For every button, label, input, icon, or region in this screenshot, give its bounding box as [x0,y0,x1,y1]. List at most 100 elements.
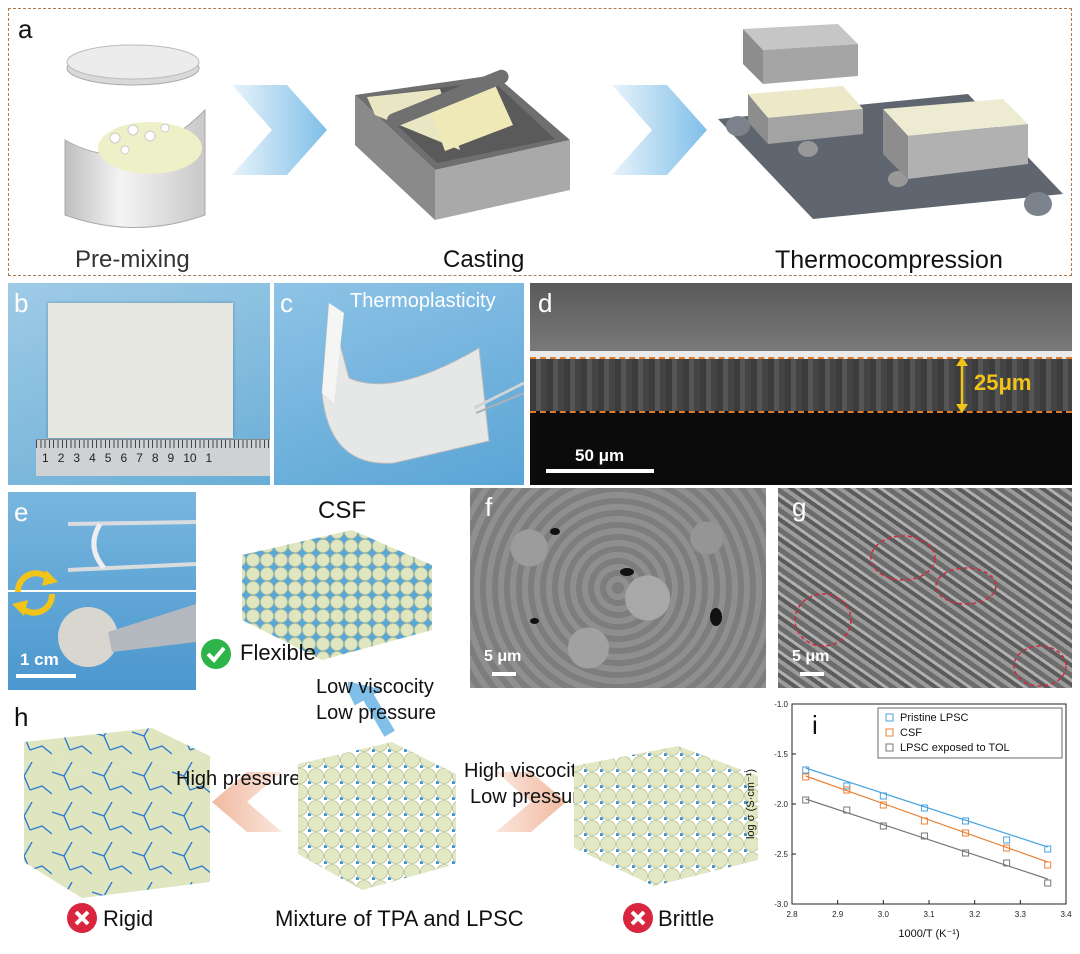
data-point [920,817,928,825]
process-arrow-icon [232,85,327,175]
x-tick-label: 2.8 [786,910,798,919]
panel-g-label: g [792,492,807,522]
rigid-label: Rigid [103,906,154,931]
panel-f-label: f [485,492,493,522]
fit-line [805,775,1048,863]
data-point [879,822,887,830]
panel-d-label: d [538,288,553,318]
flexible-label: Flexible [240,640,316,665]
panel-d-sem: 25μm 50 μm [530,283,1072,485]
thickness-arrow-icon [956,357,968,413]
right-arrow-icon [496,772,566,832]
ruler: 1 2 3 4 5 6 7 8 9 10 1 [36,439,270,476]
csf-title: CSF [318,497,366,524]
scale-bar [16,674,76,678]
x-tick-label: 3.3 [1015,910,1027,919]
defect-highlights [794,535,1067,687]
scale-bar [546,469,654,473]
fit-line [805,767,1048,848]
cross-icon [623,903,653,933]
scale-bar-label: 1 cm [20,650,59,669]
panel-c-photo [274,283,524,485]
bent-film-illustration [321,302,524,464]
step-casting-label: Casting [443,246,525,273]
data-point [802,796,810,804]
data-point [879,792,887,800]
film-sheet [48,303,233,438]
thermocompression-illustration [718,24,1063,219]
data-point [962,817,970,825]
brittle-cube-illustration [574,746,758,886]
right-condition-viscosity: High viscocity [464,760,587,782]
check-icon [201,639,231,669]
thickness-label: 25μm [974,370,1032,395]
left-arrow-icon [212,772,282,832]
panel-f-sem: 5 μm [470,488,766,688]
data-point [802,773,810,781]
y-tick-label: -1.5 [774,750,788,759]
data-point [1044,845,1052,853]
panel-c-label: c [280,288,293,318]
data-point [962,829,970,837]
panel-a-label: a [18,14,33,44]
scale-bar-label: 5 μm [792,648,830,665]
y-tick-label: -2.0 [774,800,788,809]
scale-bar [800,672,824,676]
panel-b-photo: 1 2 3 4 5 6 7 8 9 10 1 [8,283,270,485]
legend-swatch [885,728,894,737]
right-condition-pressure: Low pressure [470,786,591,808]
up-condition-pressure: Low pressure [316,702,437,724]
thermoplasticity-label: Thermoplasticity [350,290,496,312]
data-point [1003,859,1011,867]
mixture-cube-illustration [298,742,456,890]
y-tick-labels: -1.0-1.5-2.0-2.5-3.0 [774,700,796,909]
x-tick-label: 3.0 [878,910,890,919]
legend-swatch [885,743,894,752]
ruler-digits: 1 2 3 4 5 6 7 8 9 10 1 [42,451,213,465]
panel-e-photo: 1 cm [8,492,196,690]
cross-icon [67,903,97,933]
panel-a-frame [8,8,1072,276]
legend-box [877,707,1063,759]
legend-swatch [885,713,894,722]
scale-bar-label: 50 μm [575,446,625,465]
scale-bar-label: 5 μm [484,648,522,665]
x-axis-label: 1000/T (K⁻¹) [898,928,959,940]
tweezers-and-disc-illustration [58,520,196,667]
brittle-label: Brittle [658,906,715,931]
x-tick-label: 3.4 [1060,910,1072,919]
premixing-jar-illustration [64,44,206,228]
data-point [920,832,928,840]
rigid-cube-illustration [24,728,210,898]
x-tick-label: 3.1 [923,910,935,919]
film-top-line [530,357,1072,359]
step-premixing-label: Pre-mixing [75,246,190,273]
legend-entry: CSF [900,727,922,739]
data-point [962,849,970,857]
data-point [1003,836,1011,844]
process-arrow-icon [612,85,707,175]
data-point [843,806,851,814]
legend-entry: LPSC exposed to TOL [900,742,1010,754]
up-arrow-icon [348,680,395,737]
x-tick-label: 2.9 [832,910,844,919]
data-point [920,804,928,812]
panel-b-label: b [14,288,29,318]
step-thermocompression-label: Thermocompression [775,246,1003,274]
data-point [1044,861,1052,869]
scale-bar [492,672,516,676]
y-axis-label: log σ (S·cm⁻¹) [745,769,757,839]
data-point [843,786,851,794]
data-point [843,782,851,790]
panel-h-label: h [14,702,29,732]
data-point [1003,844,1011,852]
data-points [802,766,1052,887]
data-point [1044,879,1052,887]
panel-e-label: e [14,497,29,527]
y-tick-label: -3.0 [774,900,788,909]
left-condition-pressure: High pressure [176,768,301,790]
